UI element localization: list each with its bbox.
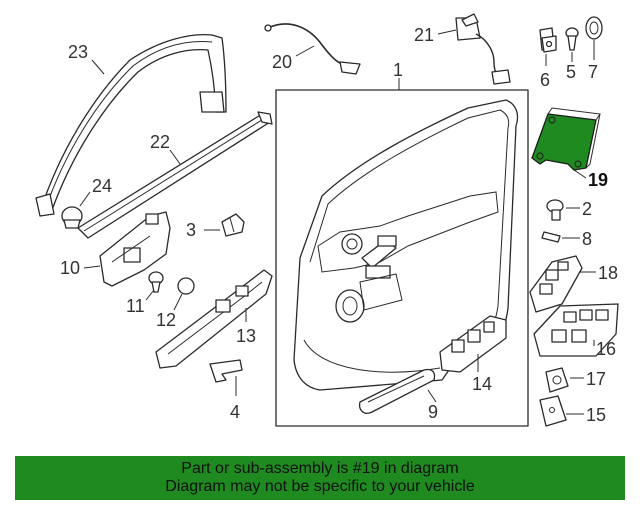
label-2: 2 [582,199,592,219]
leader-22 [169,149,181,165]
part-14-switch-bezel[interactable] [439,315,507,373]
part-3-clip[interactable] [221,213,245,237]
leader-9 [427,389,437,403]
part-22-belt-moulding[interactable] [77,111,273,239]
part-1-door-trim-panel[interactable] [293,99,519,391]
label-23: 23 [68,42,88,62]
part-8-strip[interactable] [541,231,561,243]
label-10: 10 [60,258,80,278]
leader-20 [295,45,315,57]
part-13-trim-bezel[interactable] [155,269,273,369]
info-banner: Part or sub-assembly is #19 in diagram D… [15,456,625,500]
part-19-control-module[interactable] [531,107,601,171]
part-10-handle-housing[interactable] [99,211,171,287]
part-19-mount-hole [536,152,544,160]
label-18: 18 [598,263,618,283]
label-22: 22 [150,132,170,152]
label-9: 9 [428,402,438,422]
part-19-module-body[interactable] [531,113,597,171]
part-16-master-switch[interactable] [533,303,619,357]
leader-10 [83,265,101,269]
part-24-clip[interactable] [61,206,83,229]
label-1: 1 [393,60,403,80]
part-17-mirror-switch[interactable] [545,367,569,393]
leader-23 [91,59,105,75]
part-23-window-frame-trim[interactable] [35,34,227,217]
label-21: 21 [414,25,434,45]
label-3: 3 [186,220,196,240]
part-7-cap[interactable] [585,16,603,40]
part-5-screw[interactable] [565,27,579,51]
part-21-harness[interactable] [455,13,511,85]
leader-21 [437,29,457,35]
leader-11 [145,289,155,301]
part-19-mount-hole [548,116,556,124]
part-6-bracket[interactable] [539,27,557,53]
leader-19 [573,169,587,179]
part-18-switch[interactable] [529,255,583,313]
part-9-armrest-pad[interactable] [358,368,436,414]
part-12-cap[interactable] [177,277,195,295]
label-20: 20 [272,52,292,72]
part-11-screw[interactable] [148,271,164,293]
part-19-mount-hole [574,160,582,168]
label-14: 14 [472,374,492,394]
label-17: 17 [586,369,606,389]
leader-12 [173,293,183,311]
label-16: 16 [596,339,616,359]
label-6: 6 [540,70,550,90]
banner-line-1: Part or sub-assembly is #19 in diagram [181,460,459,477]
label-19: 19 [588,170,608,190]
label-12: 12 [156,310,176,330]
part-2-push-clip[interactable] [546,199,564,221]
part-20-cable[interactable] [264,23,361,75]
part-4-bracket[interactable] [209,359,243,383]
label-4: 4 [230,402,240,422]
label-7: 7 [588,62,598,82]
parts-diagram: 23 24 22 20 21 6 5 [35,13,619,427]
part-15-bezel[interactable] [539,395,567,427]
label-11: 11 [126,296,145,316]
label-15: 15 [586,405,606,425]
label-5: 5 [566,62,576,82]
label-13: 13 [236,326,256,346]
label-8: 8 [582,229,592,249]
leader-24 [79,191,91,207]
label-24: 24 [92,176,112,196]
banner-line-2: Diagram may not be specific to your vehi… [165,478,475,495]
